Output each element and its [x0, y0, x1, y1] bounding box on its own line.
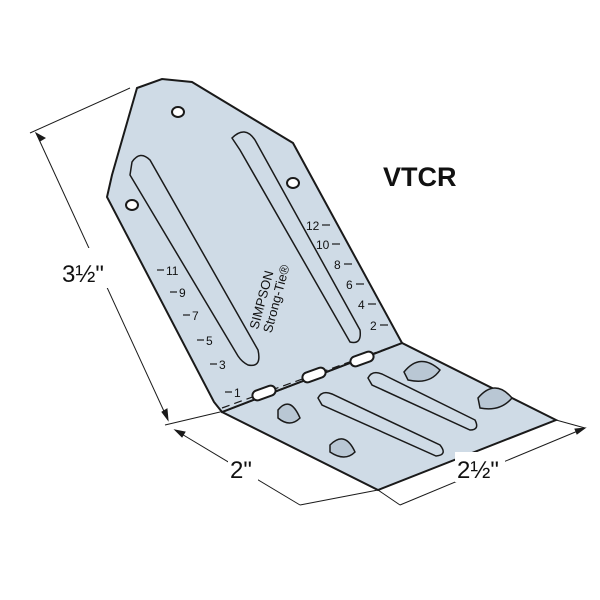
scale-left-7: 7	[192, 309, 199, 323]
dim-label-bg	[228, 452, 258, 482]
dim-label-bg	[455, 452, 505, 482]
nail-holes	[125, 106, 300, 211]
scale-right-4: 4	[358, 298, 365, 312]
scale-left-11: 11	[166, 264, 179, 278]
scale-right-12: 12	[306, 219, 320, 233]
dim-leg-label: 2"	[230, 457, 252, 484]
scale-right	[322, 224, 388, 326]
upright-slots	[129, 131, 362, 367]
scale-left-9: 9	[179, 286, 186, 300]
fold-slots	[251, 350, 375, 402]
dim-label-bg	[60, 248, 110, 288]
dim-height-label: 3½"	[62, 261, 104, 288]
scale-left	[157, 269, 232, 393]
scale-right-8: 8	[334, 258, 341, 272]
dim-width-label: 2½"	[457, 457, 499, 484]
scale-right-10: 10	[316, 238, 330, 252]
scale-left-1: 1	[234, 386, 241, 400]
scale-left-3: 3	[219, 358, 226, 372]
scale-left-5: 5	[206, 334, 213, 348]
product-title: VTCR	[383, 162, 457, 192]
scale-right-6: 6	[346, 278, 353, 292]
dimples	[277, 360, 513, 458]
base-slots	[317, 371, 478, 457]
scale-right-2: 2	[370, 319, 377, 333]
